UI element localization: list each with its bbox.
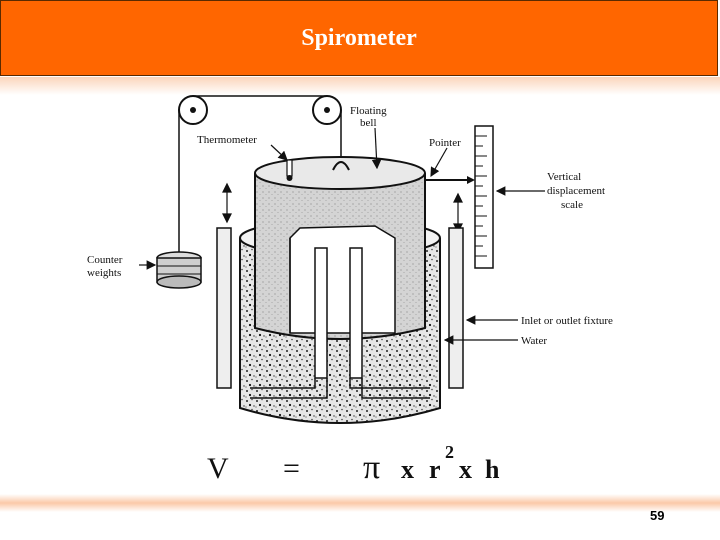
- label-floating-bell-2: bell: [360, 117, 377, 129]
- header-fade-band: [0, 77, 720, 95]
- formula-h: h: [485, 455, 500, 484]
- formula-exponent: 2: [445, 442, 454, 462]
- label-counter-weights: Counter: [87, 254, 123, 266]
- vertical-displacement-scale: [474, 125, 494, 269]
- inlet-outlet-tubes: [250, 247, 430, 399]
- formula-times-1: x: [401, 455, 414, 484]
- label-thermometer: Thermometer: [197, 134, 257, 146]
- formula-times-2: x: [459, 455, 472, 484]
- volume-formula: V = π x r 2 x h: [207, 442, 500, 486]
- label-vertical-scale-3: scale: [561, 199, 583, 211]
- slide-title: Spirometer: [301, 24, 417, 51]
- footer-fade-band: [0, 494, 720, 512]
- label-vertical-scale: Vertical: [547, 171, 581, 183]
- pointer-icon: [425, 176, 475, 184]
- formula-equals: =: [283, 452, 300, 485]
- formula-v: V: [207, 452, 229, 485]
- label-counter-weights-2: weights: [87, 267, 121, 279]
- motion-arrows: [222, 182, 463, 234]
- floating-bell: [254, 156, 426, 340]
- counter-weights-icon: [156, 251, 202, 289]
- title-bar: Spirometer: [0, 0, 718, 76]
- label-pointer: Pointer: [429, 137, 461, 149]
- label-floating-bell: Floating: [350, 105, 387, 117]
- thermometer-icon: [286, 159, 293, 181]
- bell-hook-icon: [332, 161, 350, 171]
- formula-pi: π: [363, 449, 380, 486]
- label-inlet-outlet: Inlet or outlet fixture: [521, 315, 613, 327]
- right-guide-rod: [448, 227, 464, 389]
- slide-number: 59: [650, 508, 665, 523]
- leader-lines: [139, 127, 545, 345]
- spirometer-diagram: Thermometer Floating bell Pointer Vertic…: [87, 95, 613, 486]
- label-water: Water: [521, 335, 547, 347]
- label-vertical-scale-2: displacement: [547, 185, 605, 197]
- left-guide-rod: [216, 227, 232, 389]
- formula-r: r: [429, 455, 441, 484]
